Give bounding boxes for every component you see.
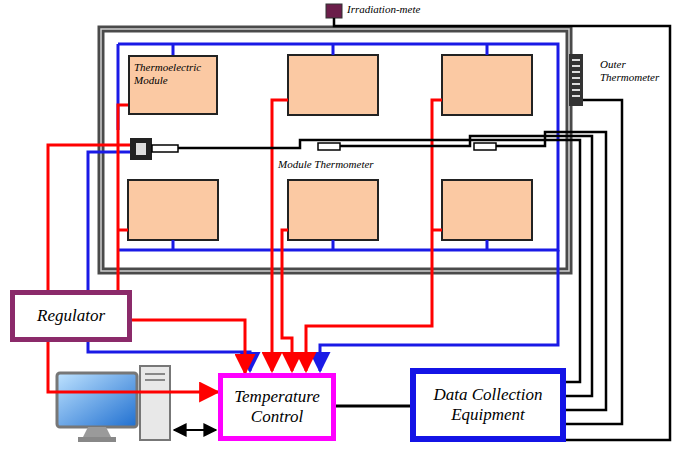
pipe-connector: [48, 342, 218, 392]
thermometer-label: Module Thermometer: [276, 158, 376, 171]
data-collection-box: Data Collection Equipment: [410, 368, 566, 442]
pipe-connector: [118, 105, 245, 373]
thermoelectric-module: Thermoelectric Module: [128, 55, 218, 115]
node-text: Temperature Control: [227, 387, 327, 426]
node-text: Regulator: [37, 306, 105, 326]
regulator-box: Regulator: [10, 290, 132, 342]
node-text: Thermoelectric Module: [134, 61, 212, 86]
meter-label: Irradiation-mete: [345, 3, 422, 16]
temperature-control-box: Temperature Control: [218, 373, 336, 441]
thermometer-label: Outer Thermometer: [598, 58, 666, 83]
pipe-connector: [336, 405, 410, 408]
node-text: Data Collection Equipment: [422, 385, 554, 424]
